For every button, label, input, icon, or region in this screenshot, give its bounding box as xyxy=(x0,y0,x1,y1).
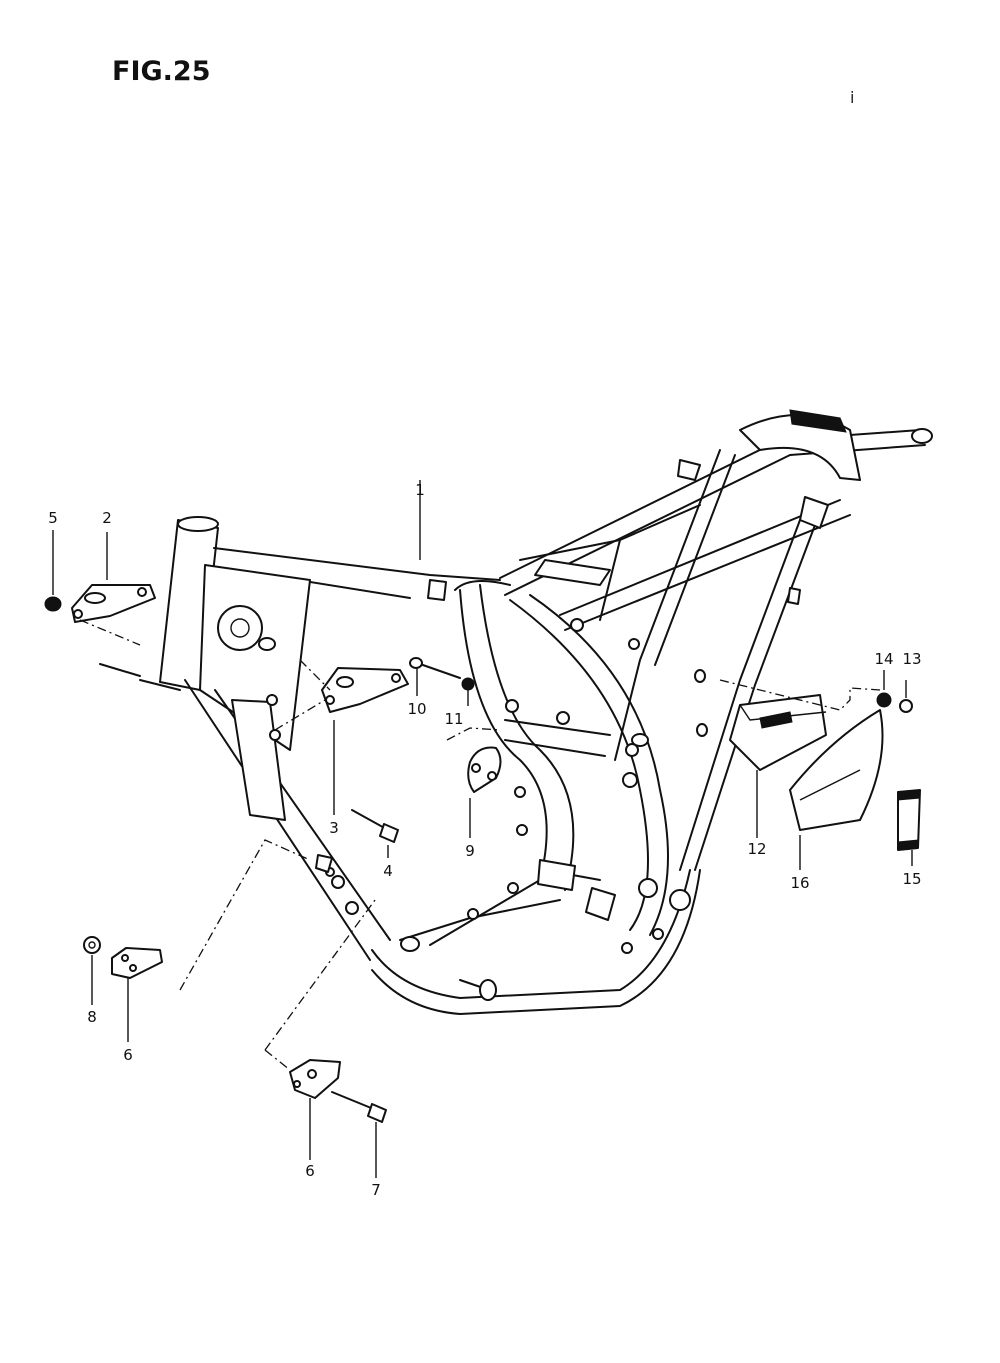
callout-13: 13 xyxy=(902,650,921,668)
callout-16: 16 xyxy=(790,874,809,892)
callout-labels: 1 2 3 4 5 6 6 7 8 9 10 11 12 13 14 15 16 xyxy=(48,481,921,1199)
part-11-nut xyxy=(461,677,475,691)
callout-7: 7 xyxy=(371,1181,381,1199)
callout-1: 1 xyxy=(415,481,425,499)
leader-lines xyxy=(52,480,913,1178)
part-8-nut xyxy=(83,936,101,954)
frame-body xyxy=(99,409,933,1015)
corner-mark: i xyxy=(850,88,855,107)
callout-8: 8 xyxy=(87,1008,97,1026)
callout-6-left: 6 xyxy=(123,1046,133,1064)
callout-6-lower: 6 xyxy=(305,1162,315,1180)
part-15-damper xyxy=(897,789,921,851)
callout-11: 11 xyxy=(444,710,463,728)
part-13-bolt xyxy=(899,699,913,713)
part-6-bracket-left xyxy=(111,947,163,979)
callout-12: 12 xyxy=(747,840,766,858)
part-14-washer xyxy=(876,692,892,708)
part-10-bolt xyxy=(409,657,461,679)
part-2-bracket xyxy=(71,584,156,623)
part-12-cover xyxy=(729,694,827,771)
part-7-bolt xyxy=(331,1091,387,1123)
callout-14: 14 xyxy=(874,650,893,668)
callout-2: 2 xyxy=(102,509,112,527)
callout-5: 5 xyxy=(48,509,58,527)
callout-3: 3 xyxy=(329,819,339,837)
part-5-nut xyxy=(44,596,62,612)
callout-10: 10 xyxy=(407,700,426,718)
part-4-bolt xyxy=(351,809,399,843)
part-3-bracket xyxy=(321,667,409,713)
callout-9: 9 xyxy=(465,842,475,860)
figure-title: FIG.25 xyxy=(112,56,211,87)
part-16-cover xyxy=(789,709,884,831)
callout-4: 4 xyxy=(383,862,393,880)
part-6-bracket-lower xyxy=(289,1059,341,1099)
part-9-plate xyxy=(467,746,502,793)
callout-15: 15 xyxy=(902,870,921,888)
